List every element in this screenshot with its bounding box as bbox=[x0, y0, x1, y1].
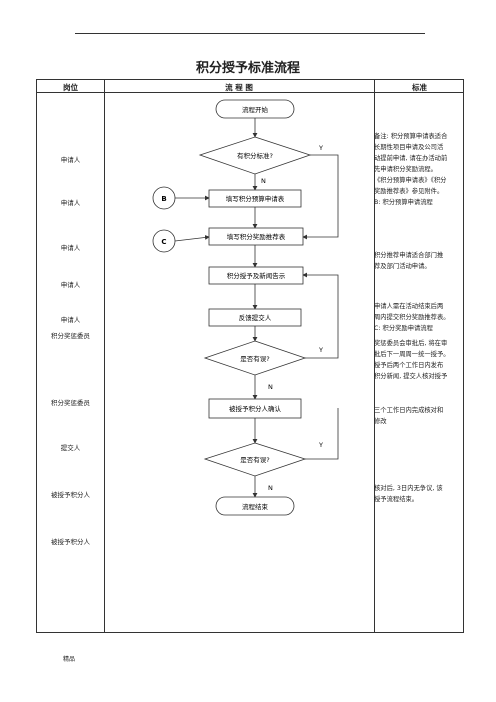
connector-b: B bbox=[152, 186, 176, 210]
role-label: 被授予积分人 bbox=[51, 538, 90, 546]
role-label: 申请人 bbox=[60, 156, 81, 164]
svg-text:C: C bbox=[161, 238, 166, 246]
decision-label: 是否有误? bbox=[240, 354, 269, 363]
step-recipient-confirm: 被授予积分人确认 bbox=[208, 398, 302, 419]
end-label: 流程结束 bbox=[242, 502, 269, 511]
yes-label: Y bbox=[318, 346, 323, 354]
role-label: 积分奖惩委员 bbox=[51, 399, 90, 407]
role-label: 申请人 bbox=[60, 244, 81, 252]
decision-error-1: 是否有误? bbox=[203, 340, 307, 376]
header-divider bbox=[37, 92, 463, 93]
page-title: 积分授予标准流程 bbox=[195, 61, 300, 76]
standard-note-budget: 备注: 积分预算申请表适合长期性项目申请及公司活动提前申请, 请在办活动前 先申… bbox=[374, 133, 448, 206]
role-label: 申请人 bbox=[60, 199, 81, 207]
no-label: N bbox=[268, 484, 273, 492]
svg-text:B: B bbox=[161, 195, 166, 203]
no-label: N bbox=[261, 177, 266, 185]
process-table: 岗位 流 程 图 标准 申请人 申请人 申请人 申请人 申请人 积分奖惩委员 积… bbox=[36, 79, 464, 633]
header-role: 岗位 bbox=[63, 83, 78, 92]
yes-label: Y bbox=[318, 144, 323, 152]
standard-note-end: 核对后, 3日内无争议, 该授予流程结束。 bbox=[374, 485, 443, 503]
yes-label: Y bbox=[318, 441, 323, 449]
step-label: 被授予积分人确认 bbox=[229, 404, 282, 413]
no-label: N bbox=[268, 383, 273, 391]
standard-note-recommend: 积分推荐申请适合部门推荐及部门活动申请。 bbox=[374, 252, 444, 270]
standard-note-submit: 申请人需在活动结束后两周内提交积分奖励推荐表。C: 积分奖励申请流程 bbox=[374, 303, 450, 332]
column-divider bbox=[104, 80, 105, 632]
role-label: 提交人 bbox=[60, 444, 81, 452]
step-label: 反馈提交人 bbox=[239, 313, 272, 322]
decision-label: 有积分标准? bbox=[237, 151, 273, 160]
start-label: 流程开始 bbox=[242, 105, 269, 114]
standard-note-approve: 奖惩委员会审批后, 将在审批后下一周周一统一授予。授予后两个工作日内发布 积分新… bbox=[374, 340, 450, 380]
step-label: 填写积分奖励推荐表 bbox=[227, 232, 286, 241]
step-recommend-form: 填写积分奖励推荐表 bbox=[208, 227, 304, 246]
decision-label: 是否有误? bbox=[240, 455, 269, 464]
standard-note-check: 三个工作日内完成核对和修改 bbox=[374, 407, 444, 425]
header-rule bbox=[75, 33, 425, 34]
footer-text: 精品 bbox=[63, 656, 76, 663]
decision-error-2: 是否有误? bbox=[203, 442, 307, 477]
step-budget-form: 填写积分预算申请表 bbox=[208, 189, 302, 208]
step-feedback-submitter: 反馈提交人 bbox=[208, 308, 302, 327]
column-divider bbox=[374, 80, 375, 632]
header-flowchart: 流 程 图 bbox=[225, 83, 253, 92]
header-standard: 标准 bbox=[412, 83, 427, 92]
end-terminal: 流程结束 bbox=[215, 496, 295, 516]
role-label: 积分奖惩委员 bbox=[51, 332, 90, 340]
role-label: 申请人 bbox=[60, 316, 81, 324]
step-label: 填写积分预算申请表 bbox=[226, 194, 285, 203]
connector-c: C bbox=[152, 229, 176, 253]
decision-has-standard: 有积分标准? bbox=[198, 136, 312, 175]
role-label: 被授予积分人 bbox=[51, 491, 90, 499]
step-grant-announce: 积分授予及新闻告示 bbox=[208, 266, 304, 285]
role-label: 申请人 bbox=[60, 281, 81, 289]
step-label: 积分授予及新闻告示 bbox=[227, 271, 286, 280]
start-terminal: 流程开始 bbox=[215, 99, 295, 119]
